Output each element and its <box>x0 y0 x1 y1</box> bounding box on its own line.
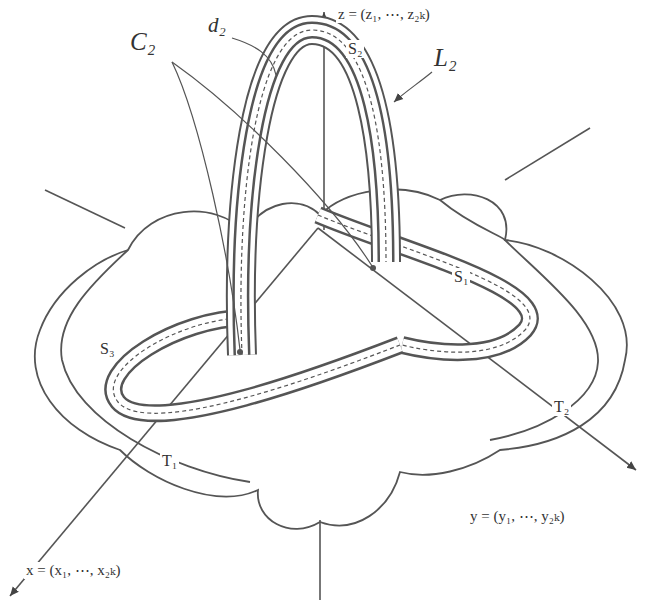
neg-y-axis <box>45 190 125 228</box>
surface-fold <box>440 200 505 240</box>
l2-outline <box>241 30 386 355</box>
c2-point <box>237 349 243 355</box>
neg-x-axis <box>505 128 590 180</box>
axis-label: y = (y₁, ⋯, y₂ₖ) <box>468 508 566 525</box>
tubes <box>113 30 530 413</box>
part-label: L₂ <box>432 44 459 72</box>
l2-band <box>241 30 386 355</box>
part-label: S₂ <box>346 40 364 58</box>
s3-tube-outline <box>113 318 400 413</box>
part-label: S₁ <box>452 268 470 286</box>
c2-point <box>370 265 376 271</box>
part-label: T₁ <box>160 452 179 470</box>
leaders <box>172 38 432 350</box>
s2-core <box>241 30 386 355</box>
c2-leader-right <box>172 62 372 266</box>
part-label: T₂ <box>552 398 571 416</box>
neg-z-axis <box>319 520 321 600</box>
s1-core <box>318 215 530 352</box>
part-label: d₂ <box>206 14 228 37</box>
c2-leader-left <box>172 62 240 350</box>
s3-core <box>113 318 400 413</box>
s1-tube-outline <box>318 215 530 352</box>
s1-tube <box>318 215 530 352</box>
axes <box>10 12 636 600</box>
d2-leader <box>232 38 276 75</box>
s2-tube <box>241 30 386 355</box>
part-label: C₂ <box>128 28 157 56</box>
s2-tube-outline <box>241 30 386 355</box>
surface-t <box>35 189 627 528</box>
surface-outline <box>35 189 627 528</box>
l2-arrow <box>394 72 432 102</box>
axis-label: x = (x₁, ⋯, x₂ₖ) <box>24 562 122 579</box>
axis-label: z = (z₁, ⋯, z₂ₖ) <box>336 6 432 23</box>
t1-band <box>61 250 250 482</box>
s3-tube <box>113 318 400 413</box>
part-label: S₃ <box>98 340 116 358</box>
